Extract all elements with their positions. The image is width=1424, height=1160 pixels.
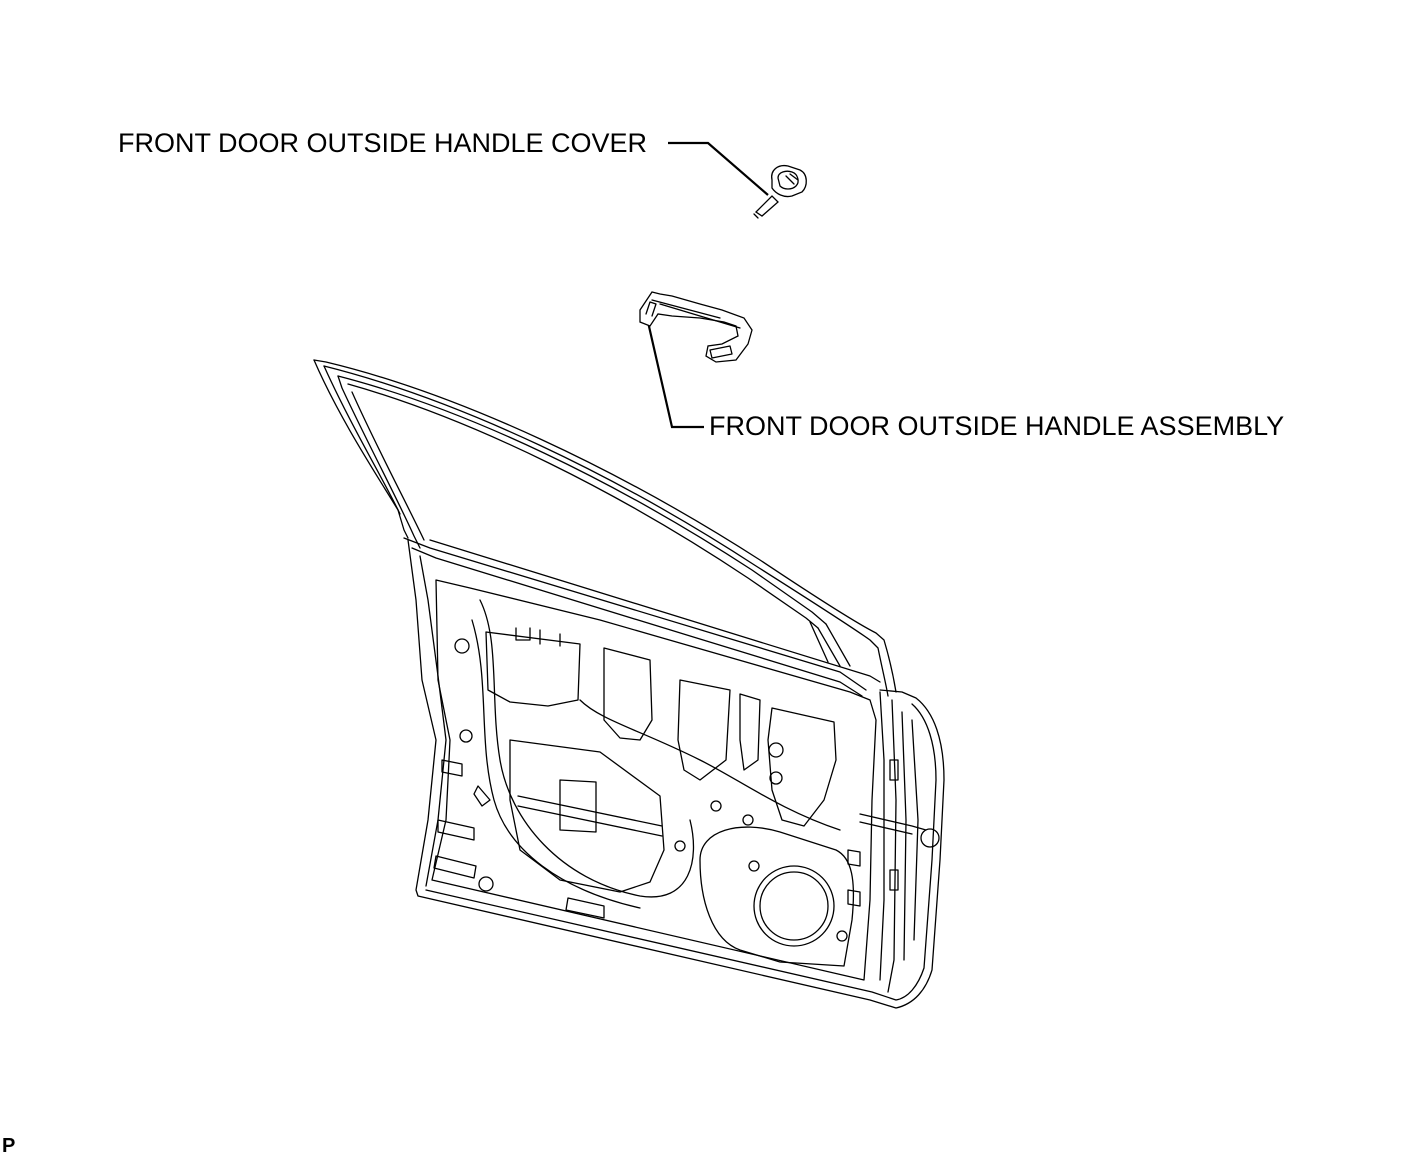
handle-assembly-part [639, 291, 753, 363]
front-door-panel [313, 359, 945, 1009]
corner-mark: P [2, 1135, 16, 1157]
handle-cover-part [753, 164, 807, 219]
label-handle-assembly: FRONT DOOR OUTSIDE HANDLE ASSEMBLY [709, 411, 1285, 441]
leader-line-assembly [646, 321, 704, 429]
leader-line-cover [668, 141, 769, 196]
label-handle-cover: FRONT DOOR OUTSIDE HANDLE COVER [118, 128, 648, 158]
